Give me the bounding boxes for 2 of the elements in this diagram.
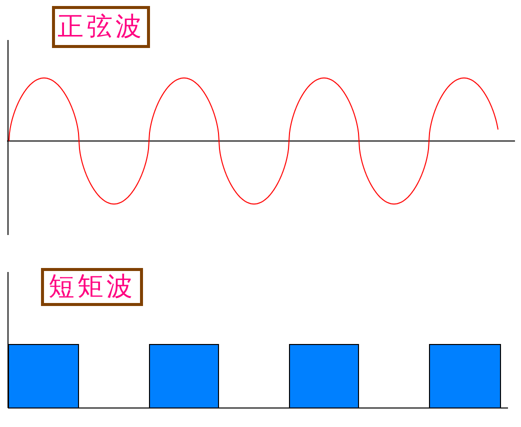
title-box: 短矩波 bbox=[41, 268, 143, 306]
title-box: 正弦波 bbox=[52, 6, 150, 48]
